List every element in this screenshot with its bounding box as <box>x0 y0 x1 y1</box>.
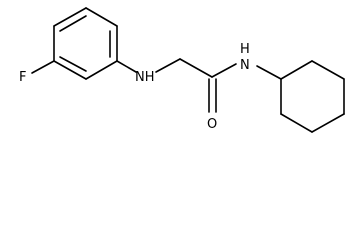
molecule-svg: F NH N H O <box>19 7 345 133</box>
ring-bond <box>53 60 87 80</box>
ch2-carbonyl-bond <box>179 58 213 78</box>
c-f-bond <box>31 60 55 74</box>
amine-nh-label: NH <box>135 70 155 85</box>
fluorine-label: F <box>19 70 26 85</box>
ring-bond <box>85 7 118 27</box>
nh-ch2-bond <box>155 58 181 73</box>
carbonyl-o-label: O <box>207 117 217 132</box>
ring-nh-bond <box>116 60 137 73</box>
ring-bond <box>53 7 87 27</box>
amide-n-label: N <box>240 58 250 73</box>
fluorophenyl-ring <box>53 7 118 80</box>
ring-bond <box>280 60 313 80</box>
cyclohexyl-ring <box>280 60 345 133</box>
ring-double-bond <box>59 56 87 72</box>
ring-bond <box>311 113 345 133</box>
amide-c-n-bond <box>211 63 237 78</box>
structure-diagram: F NH N H O <box>19 7 345 133</box>
amide-h-label: H <box>240 42 250 57</box>
n-cyclohexyl-bond <box>256 65 282 80</box>
ring-double-bond <box>59 15 87 32</box>
ring-bond <box>280 113 313 133</box>
ring-bond <box>85 60 118 80</box>
ring-bond <box>311 60 345 80</box>
